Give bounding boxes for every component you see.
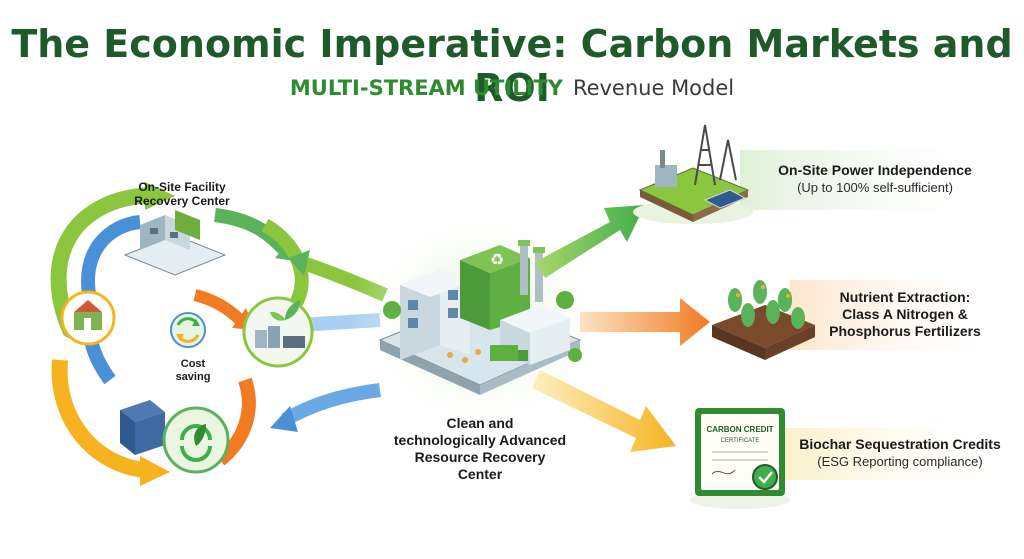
subtitle-rest: Revenue Model xyxy=(572,76,735,100)
leaf-icon xyxy=(162,406,230,474)
output-power-subtitle: (Up to 100% self-sufficient) xyxy=(797,180,953,195)
power-tower-icon xyxy=(633,124,753,224)
plant-icon xyxy=(712,280,815,360)
farm-icon xyxy=(60,290,116,346)
page-subtitle: MULTI-STREAM UTILITY Revenue Model xyxy=(0,76,1024,100)
svg-text:♻: ♻ xyxy=(490,250,504,269)
output-biochar-label: Biochar Sequestration Credits (ESG Repor… xyxy=(790,436,1010,470)
output-panel-biochar xyxy=(780,428,1015,480)
facility-label: On-Site Facility Recovery Center xyxy=(134,180,230,208)
output-biochar-subtitle: (ESG Reporting compliance) xyxy=(817,454,983,469)
center-facility-illustration xyxy=(378,240,582,395)
output-power-label: On-Site Power Independence (Up to 100% s… xyxy=(770,162,980,196)
output-panel-power xyxy=(740,150,1010,210)
output-biochar-title: Biochar Sequestration Credits xyxy=(799,436,1001,452)
recycle-icon xyxy=(170,312,206,348)
output-nutrient-label: Nutrient Extraction: Class A Nitrogen & … xyxy=(829,289,981,339)
center-label: Clean and technologically Advanced Resou… xyxy=(393,415,567,482)
cost-saving-label: Cost saving xyxy=(175,358,211,383)
certificate-heading-1: CARBON CREDIT xyxy=(706,425,773,434)
certificate-icon: CARBON CREDIT CERTIFICATE xyxy=(690,408,790,509)
subtitle-strong: MULTI-STREAM UTILITY xyxy=(289,76,563,100)
page-title: The Economic Imperative: Carbon Markets … xyxy=(11,22,1013,110)
bin-icon xyxy=(120,400,165,455)
recycle-badge-icon: ♻ xyxy=(490,250,504,269)
output-arrows xyxy=(532,205,710,452)
output-power-title: On-Site Power Independence xyxy=(778,162,972,178)
tanks-truck-icon xyxy=(242,296,314,368)
certificate-heading-2: CERTIFICATE xyxy=(721,438,760,444)
output-panel-nutrient xyxy=(790,280,1015,350)
onsite-facility-illustration xyxy=(123,210,227,276)
check-badge-icon xyxy=(752,464,778,490)
solar-panel-icon xyxy=(703,189,747,209)
